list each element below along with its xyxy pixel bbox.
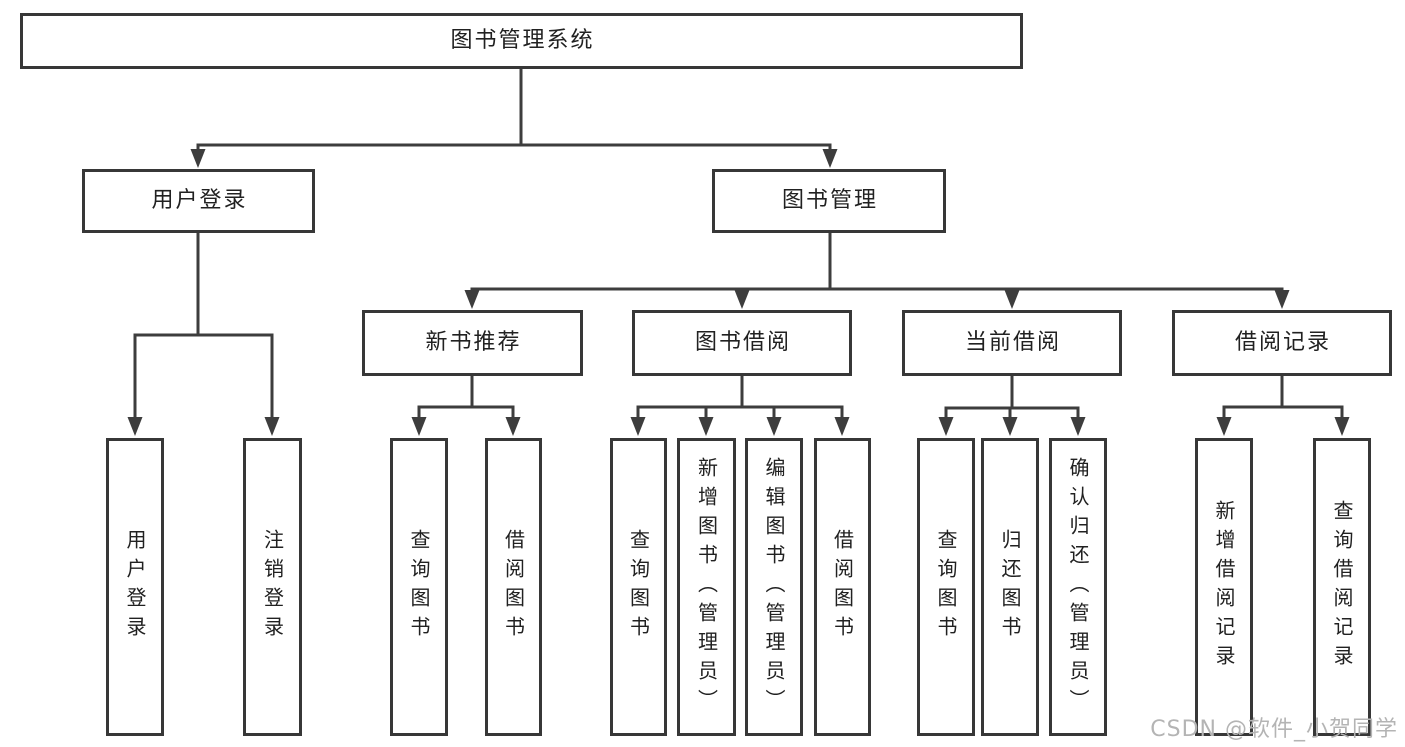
node-query-books-current: 查询图书: [917, 438, 975, 736]
node-label: 归还图书: [998, 529, 1022, 645]
node-label: 查询图书: [626, 529, 651, 645]
node-label: 借阅图书: [501, 529, 526, 645]
node-label: 图书管理: [781, 188, 878, 213]
node-label: 注销登录: [260, 529, 285, 645]
node-label: 图书借阅: [694, 330, 791, 355]
node-borrow-books-recommend: 借阅图书: [485, 438, 542, 736]
watermark: CSDN @软件_小贺同学: [1150, 717, 1398, 742]
node-label: 用户登录: [151, 188, 248, 213]
node-query-borrow-record: 查询借阅记录: [1313, 438, 1371, 736]
node-label: 用户登录: [123, 529, 147, 645]
node-query-books-borrow: 查询图书: [610, 438, 667, 736]
node-query-books-recommend: 查询图书: [390, 438, 448, 736]
node-confirm-return-admin: 确认归还（管理员）: [1049, 438, 1107, 736]
node-add-books-admin: 新增图书（管理员）: [677, 438, 736, 736]
node-add-borrow-record: 新增借阅记录: [1195, 438, 1253, 736]
node-edit-books-admin: 编辑图书（管理员）: [745, 438, 803, 736]
node-borrow-books-borrow: 借阅图书: [814, 438, 871, 736]
node-label: 借阅记录: [1234, 330, 1331, 355]
node-current-borrow: 当前借阅: [902, 310, 1122, 376]
node-label: 借阅图书: [830, 529, 855, 645]
node-book-management: 图书管理: [712, 169, 946, 233]
node-label: 新增借阅记录: [1212, 500, 1236, 674]
node-label: 编辑图书（管理员）: [762, 456, 786, 718]
node-book-borrow: 图书借阅: [632, 310, 852, 376]
node-logout: 注销登录: [243, 438, 302, 736]
node-new-book-recommend: 新书推荐: [362, 310, 583, 376]
node-label: 图书管理系统: [450, 28, 595, 53]
node-borrow-records: 借阅记录: [1172, 310, 1392, 376]
node-label: 新书推荐: [425, 330, 522, 355]
node-system-root: 图书管理系统: [20, 13, 1023, 69]
node-label: 查询借阅记录: [1330, 500, 1354, 674]
node-user-login-sub: 用户登录: [106, 438, 164, 736]
node-return-books: 归还图书: [981, 438, 1039, 736]
node-user-login: 用户登录: [82, 169, 315, 233]
node-label: 新增图书（管理员）: [694, 456, 719, 718]
node-label: 确认归还（管理员）: [1066, 456, 1090, 718]
node-label: 查询图书: [934, 529, 958, 645]
node-label: 当前借阅: [964, 330, 1061, 355]
node-label: 查询图书: [407, 529, 431, 645]
